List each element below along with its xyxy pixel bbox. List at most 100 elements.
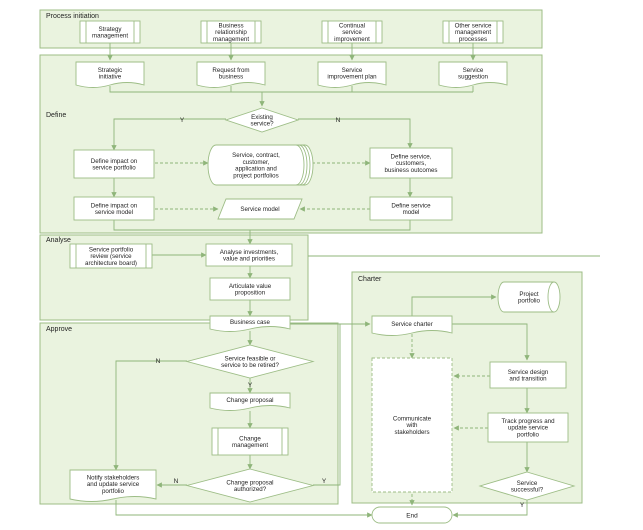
node-label-line: Business case (230, 319, 270, 326)
node-label-line: Service charter (391, 321, 433, 328)
node-label-line: service model (95, 209, 133, 216)
node-label-line: Business (218, 22, 243, 29)
node-label-line: Change proposal (226, 397, 273, 404)
node-label-line: Service (517, 480, 538, 487)
node-label-line: management (232, 442, 268, 449)
node-label-line: review (service (90, 253, 132, 260)
node-label-line: Strategic (98, 67, 122, 74)
node-label-line: Existing (251, 114, 273, 121)
define-service-outcomes: Define service,customers,business outcom… (369, 147, 453, 179)
node-label-line: Service, contract, (232, 152, 280, 159)
label-authorized-no: N (174, 478, 179, 485)
node-label-line: Strategy (98, 26, 122, 33)
node-label-line: Analyse investments, (220, 249, 279, 256)
node-label-line: Service portfolio (89, 246, 134, 253)
node-label-line: business outcomes (385, 167, 438, 174)
service-portfolios-store: Service, contract,customer,application a… (207, 144, 314, 186)
node-label-line: management (92, 33, 128, 40)
node-label-line: Other service (455, 22, 492, 29)
node-label-line: value and priorities (223, 256, 275, 263)
node-label-line: architecture board) (85, 260, 137, 267)
node-label-line: Articulate value (229, 283, 272, 290)
lane-label-define: Define (46, 112, 66, 119)
node-label-line: Request from (212, 67, 249, 74)
connectors (107, 43, 600, 518)
node-label-line: Communicate (393, 415, 432, 422)
node-label-line: Service feasible or (225, 355, 276, 362)
node-label-line: stakeholders (394, 429, 429, 436)
node-label-line: service (342, 29, 362, 36)
node-label-line: management (455, 29, 491, 36)
node-label-line: customer, (243, 159, 270, 166)
node-label-line: Continual (339, 22, 365, 29)
node-label-line: Service design (508, 369, 549, 376)
node-label-line: relationship (215, 29, 247, 36)
node-label-line: processes (459, 36, 487, 43)
node-label-line: portfolio (517, 432, 540, 439)
node-label-line: Project (519, 291, 539, 298)
service-model-io: Service model (217, 198, 303, 220)
node-label-line: application and (235, 166, 277, 173)
node-label-line: Notify stakeholders (87, 474, 140, 481)
node-label-line: service portfolio (92, 165, 136, 172)
node-label-line: Define impact on (91, 158, 138, 165)
lane-label-charter: Charter (358, 276, 382, 283)
node-label-line: project portfolios (233, 172, 278, 179)
analyse-investments: Analyse investments,value and priorities (205, 243, 293, 267)
node-label-line: portfolio (102, 488, 125, 495)
label-successful-yes: Y (520, 502, 525, 509)
end-terminal: End (371, 506, 453, 524)
label-feasible-no: N (156, 358, 161, 365)
node-label-line: service to be retired? (221, 362, 279, 369)
node-label-line: management (213, 36, 249, 43)
label-feasible-yes: Y (248, 382, 253, 389)
node-label-line: and transition (509, 376, 547, 383)
label-authorized-yes: Y (322, 478, 327, 485)
node-label-line: Change proposal (226, 479, 273, 486)
node-label-line: Change (239, 435, 261, 442)
node-label-line: Track progress and (501, 418, 555, 425)
node-label-line: Define service, (391, 153, 432, 160)
label-existing-no: N (336, 117, 341, 124)
node-label-line: proposition (235, 290, 266, 297)
change-proposal-document: Change proposal (209, 392, 291, 411)
node-label-line: business (219, 74, 243, 81)
node-label-line: Service (342, 67, 363, 74)
node-label-line: suggestion (458, 74, 488, 81)
node-label-line: Define impact on (91, 202, 138, 209)
node-label-line: customers, (396, 160, 427, 167)
node-label-line: model (403, 209, 420, 216)
node-label-line: service? (250, 121, 274, 128)
label-existing-yes: Y (180, 117, 185, 124)
lane-label-initiation: Process initiation (46, 13, 99, 20)
node-label-line: update service (508, 425, 549, 432)
node-label-line: End (406, 512, 418, 519)
nodes: StrategymanagementBusinessrelationshipma… (69, 20, 576, 524)
lane-label-approve: Approve (46, 326, 72, 333)
node-label-line: Service model (240, 206, 279, 213)
node-label-line: Define service (391, 202, 431, 209)
node-label-line: portfolio (518, 298, 541, 305)
service-charter-document: Service charter (371, 315, 453, 336)
